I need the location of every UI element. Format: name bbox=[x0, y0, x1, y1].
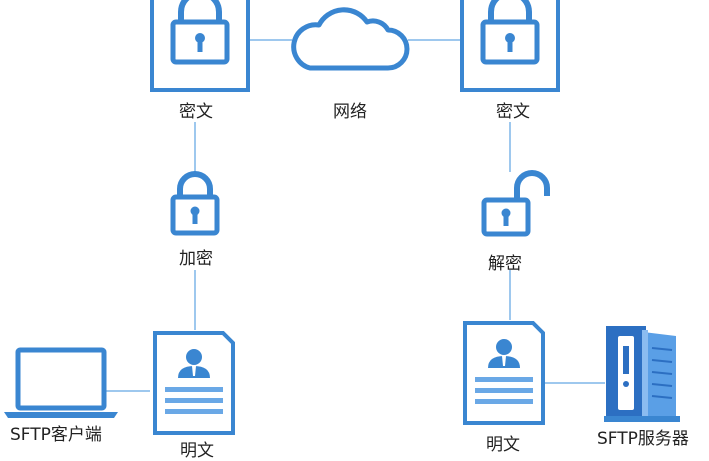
network-label: 网络 bbox=[333, 102, 367, 122]
person-document-icon bbox=[153, 331, 235, 435]
connectors bbox=[106, 39, 605, 392]
plaintext-left-label: 明文 bbox=[180, 441, 214, 461]
server-icon bbox=[604, 326, 680, 422]
ciphertext-left-label: 密文 bbox=[179, 102, 213, 122]
padlock-closed-icon bbox=[170, 171, 220, 236]
laptop-icon bbox=[4, 347, 118, 418]
cloud-icon bbox=[291, 7, 410, 71]
padlock-open-icon bbox=[481, 170, 550, 237]
decrypt-label: 解密 bbox=[488, 254, 522, 274]
encryption-flow-diagram bbox=[4, 0, 680, 435]
ciphertext-right-label: 密文 bbox=[496, 102, 530, 122]
sftp-client-label: SFTP客户端 bbox=[10, 425, 102, 445]
locked-document-icon bbox=[462, 0, 558, 90]
person-document-icon bbox=[463, 321, 545, 425]
locked-document-icon bbox=[152, 0, 248, 90]
encrypt-label: 加密 bbox=[179, 249, 213, 269]
sftp-server-label: SFTP服务器 bbox=[597, 429, 689, 449]
